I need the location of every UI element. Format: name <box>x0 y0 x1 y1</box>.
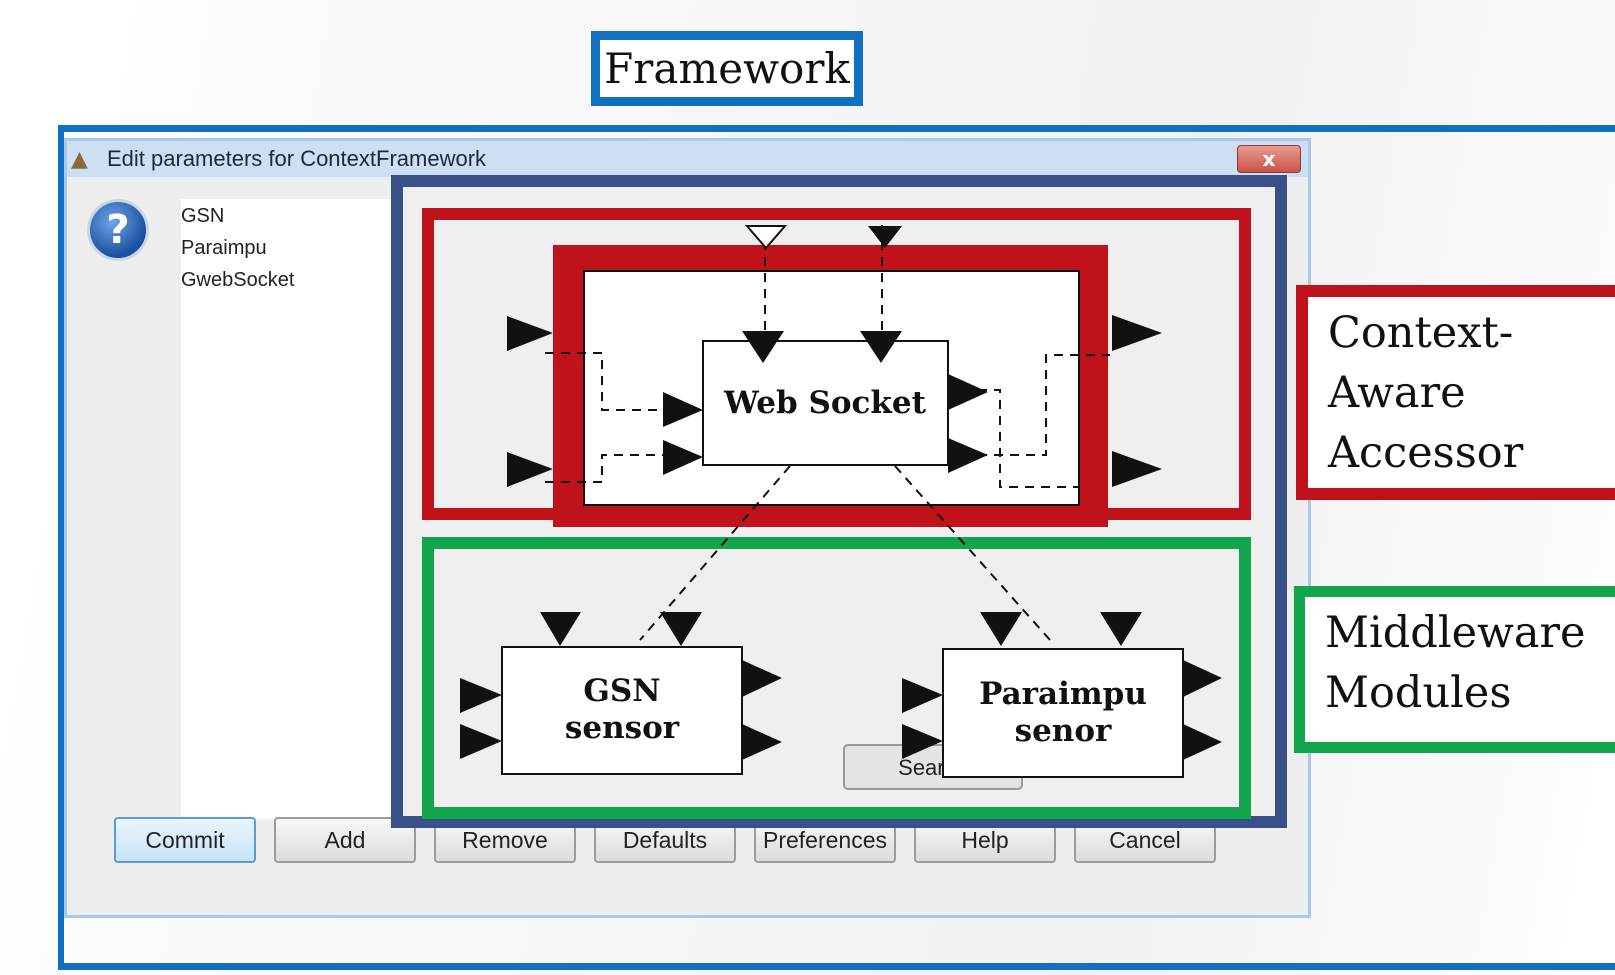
paraimpu-senor-ports <box>902 612 1222 760</box>
close-button[interactable]: x <box>1237 145 1301 173</box>
framework-frame-left-edge <box>58 125 64 970</box>
context-label-line3: Accessor <box>1328 428 1524 478</box>
add-button[interactable]: Add <box>274 817 416 863</box>
context-aware-accessor-label: Context- Aware Accessor <box>1296 285 1615 500</box>
middleware-label-line2: Modules <box>1325 668 1512 718</box>
middleware-label-line1: Middleware <box>1325 608 1586 658</box>
gsn-sensor-ports <box>460 612 782 760</box>
accessor-top-port-2 <box>868 226 902 248</box>
paraimpu-senor-label-line2: senor <box>1015 713 1112 749</box>
gsn-sensor-label-line2: sensor <box>565 710 680 746</box>
framework-frame <box>58 125 1615 970</box>
framework-label: Framework <box>591 31 863 106</box>
accessor-top-port-1 <box>744 225 788 250</box>
question-icon: ? <box>87 199 149 261</box>
web-socket-ports <box>663 331 988 475</box>
commit-button[interactable]: Commit <box>114 817 256 863</box>
app-icon: ▲ <box>71 147 88 172</box>
param-item-gsn[interactable]: GSN <box>181 205 225 227</box>
param-item-gwebsocket[interactable]: GwebSocket <box>181 269 295 291</box>
paraimpu-senor-label-line1: Paraimpu <box>979 676 1147 712</box>
gsn-sensor-box <box>501 646 743 775</box>
context-label-line1: Context- <box>1328 308 1514 358</box>
parameter-list[interactable]: GSN Paraimpu GwebSocket <box>181 199 401 819</box>
param-item-paraimpu[interactable]: Paraimpu <box>181 237 267 259</box>
middleware-box <box>422 537 1251 819</box>
dialog-title: Edit parameters for ContextFramework <box>107 146 487 171</box>
context-label-line2: Aware <box>1328 368 1466 418</box>
accessor-side-ports <box>507 315 1162 487</box>
web-socket-box <box>702 340 949 466</box>
gsn-sensor-label-line1: GSN <box>583 673 660 709</box>
dialog-titlebar[interactable]: ▲ Edit parameters for ContextFramework x <box>67 141 1308 177</box>
paraimpu-senor-box <box>942 648 1184 778</box>
middleware-modules-label: Middleware Modules <box>1294 586 1615 753</box>
web-socket-label: Web Socket <box>723 385 927 421</box>
